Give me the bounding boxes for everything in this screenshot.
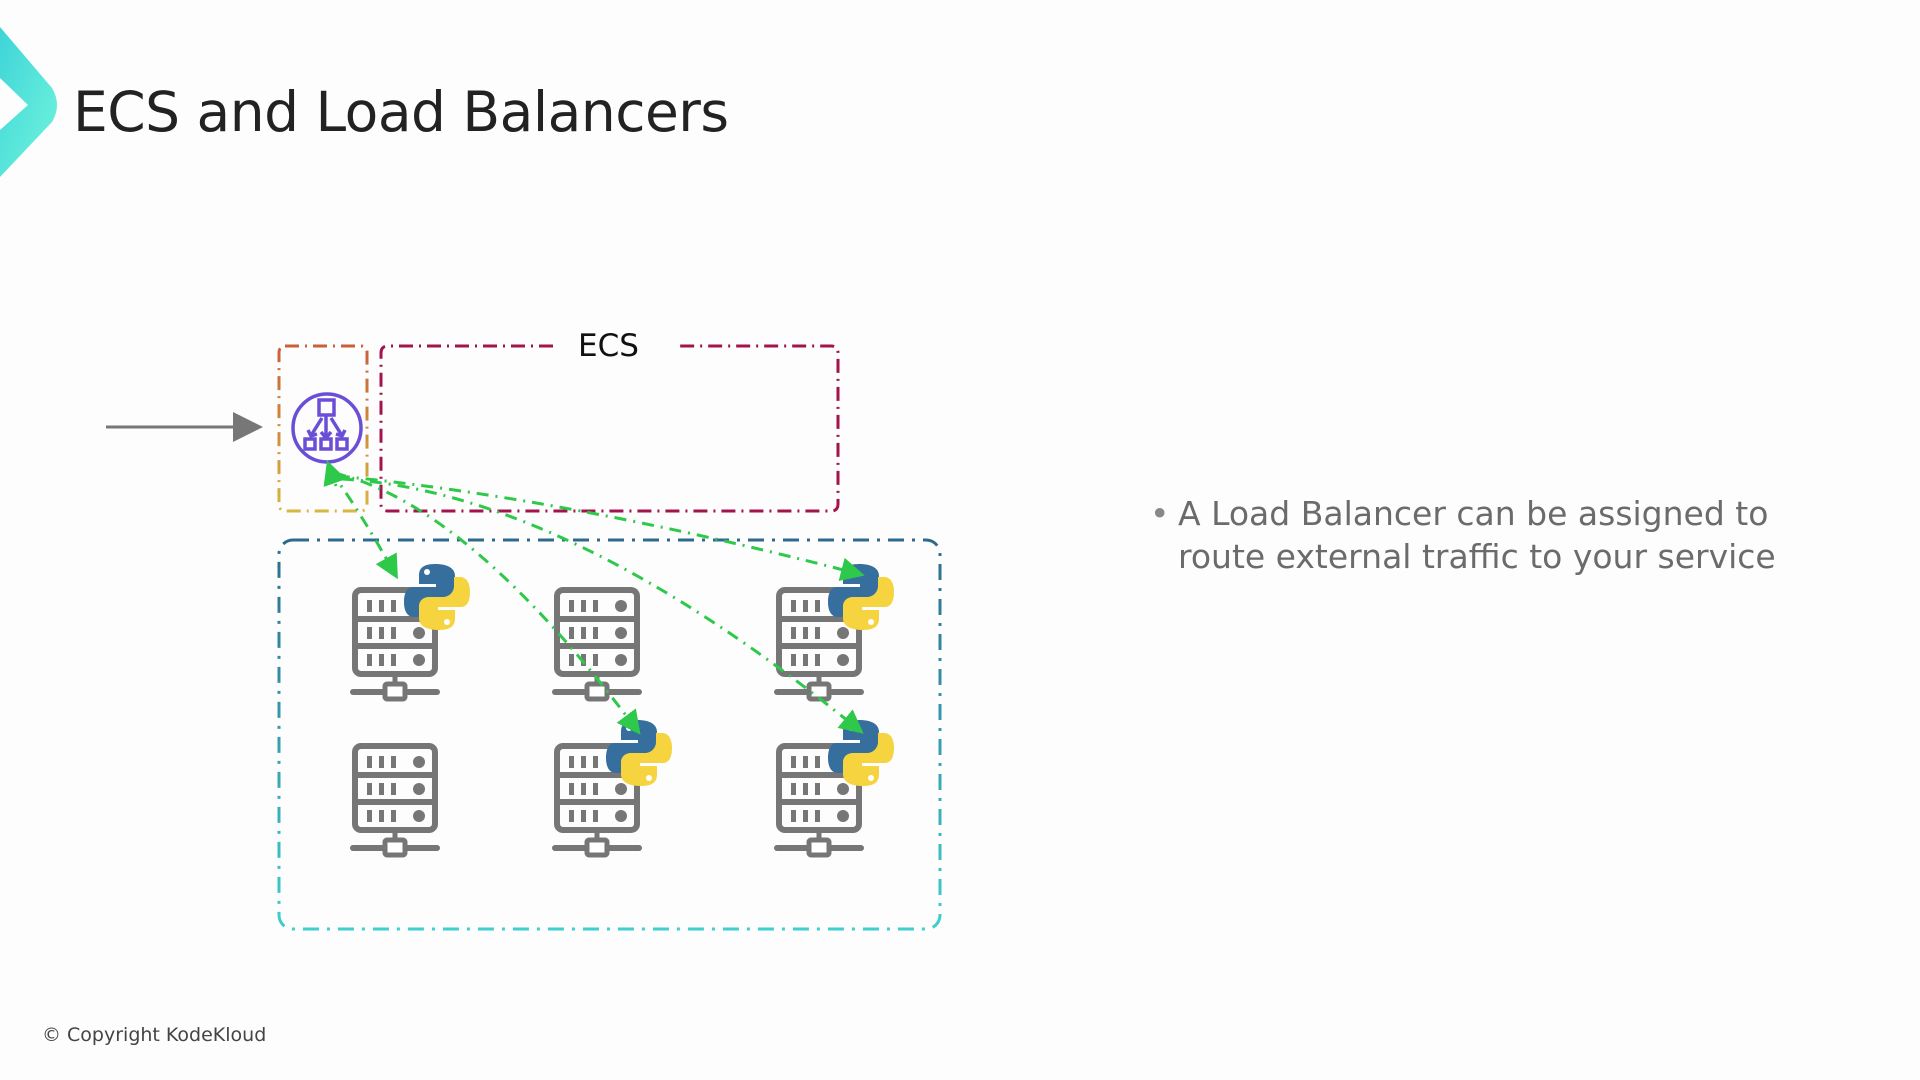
- brand-chevron-logo: [0, 27, 57, 177]
- traffic-route-line: [328, 469, 398, 580]
- traffic-route-line: [337, 474, 865, 582]
- ecs-label: ECS: [578, 328, 639, 364]
- bullet-list: • A Load Balancer can be assigned to rou…: [1150, 492, 1790, 578]
- ecs-boundary: [379, 344, 840, 513]
- server-2-3[interactable]: [777, 720, 894, 855]
- traffic-route-line: [333, 471, 641, 735]
- traffic-route-line: [341, 477, 864, 734]
- bullet-icon: •: [1150, 494, 1170, 533]
- server-icon: [555, 590, 639, 699]
- copyright-footer: © Copyright KodeKloud: [42, 1024, 267, 1046]
- bullet-item: • A Load Balancer can be assigned to rou…: [1150, 492, 1790, 578]
- slide-title: ECS and Load Balancers: [73, 80, 729, 144]
- bullet-text: A Load Balancer can be assigned to route…: [1178, 494, 1776, 576]
- server-1-1[interactable]: [353, 564, 470, 699]
- server-icon: [353, 746, 437, 855]
- load-balancer-boundary: [277, 344, 369, 513]
- server-2-2[interactable]: [555, 720, 672, 855]
- load-balancer-icon[interactable]: [291, 392, 363, 464]
- server-1-3[interactable]: [777, 564, 894, 699]
- ecs-cluster-boundary: [277, 538, 942, 931]
- server-2-1[interactable]: [353, 746, 437, 855]
- server-1-2[interactable]: [555, 590, 639, 699]
